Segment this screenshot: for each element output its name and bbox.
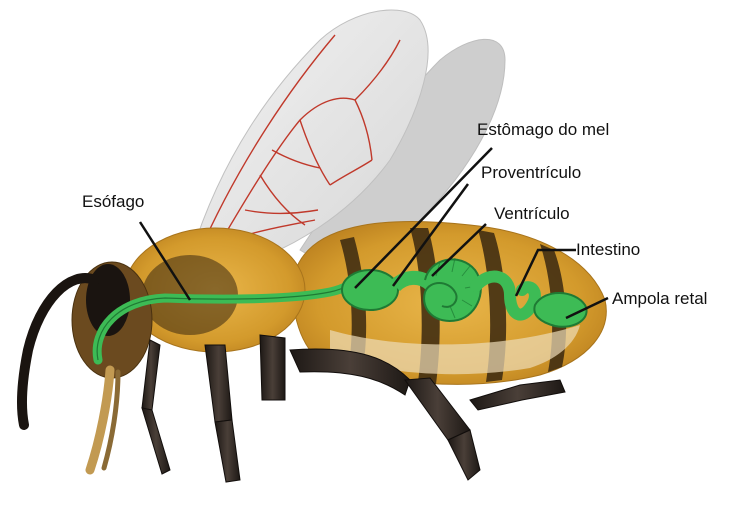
rectal-ampulla (534, 293, 586, 327)
label-intestino: Intestino (576, 241, 640, 258)
label-ventriculo: Ventrículo (494, 205, 570, 222)
honey-stomach (342, 270, 398, 310)
label-proventriculo: Proventrículo (481, 164, 581, 181)
label-estomago-do-mel: Estômago do mel (477, 121, 609, 138)
label-esofago: Esófago (82, 193, 144, 210)
label-ampola-retal: Ampola retal (612, 290, 707, 307)
